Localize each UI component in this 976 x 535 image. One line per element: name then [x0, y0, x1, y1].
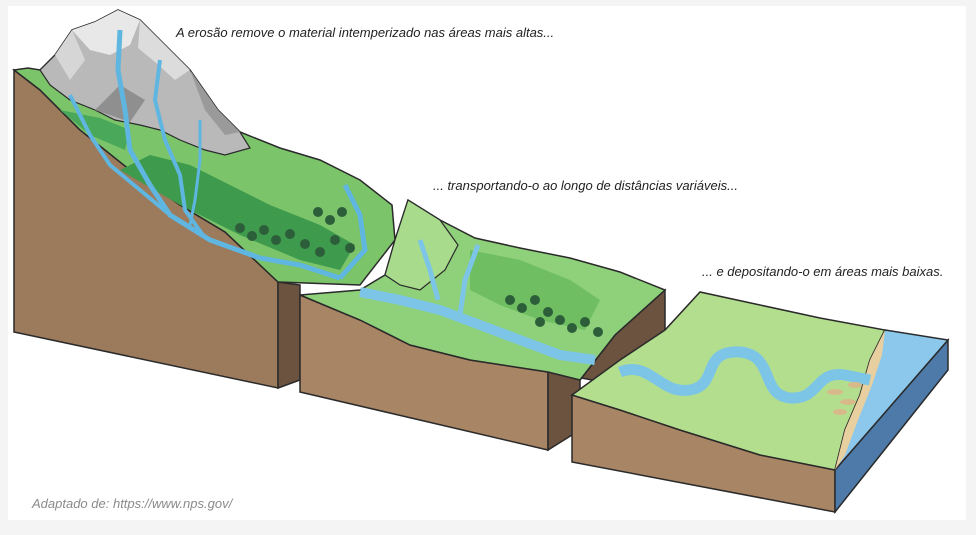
source-credit: Adaptado de: https://www.nps.gov/ — [32, 496, 233, 511]
caption-deposition: ... e depositando-o em áreas mais baixas… — [702, 264, 944, 279]
caption-transport: ... transportando-o ao longo de distânci… — [433, 178, 738, 193]
delta-block — [570, 291, 950, 515]
caption-erosion: A erosão remove o material intemperizado… — [176, 25, 555, 40]
mountain-block — [12, 9, 396, 390]
